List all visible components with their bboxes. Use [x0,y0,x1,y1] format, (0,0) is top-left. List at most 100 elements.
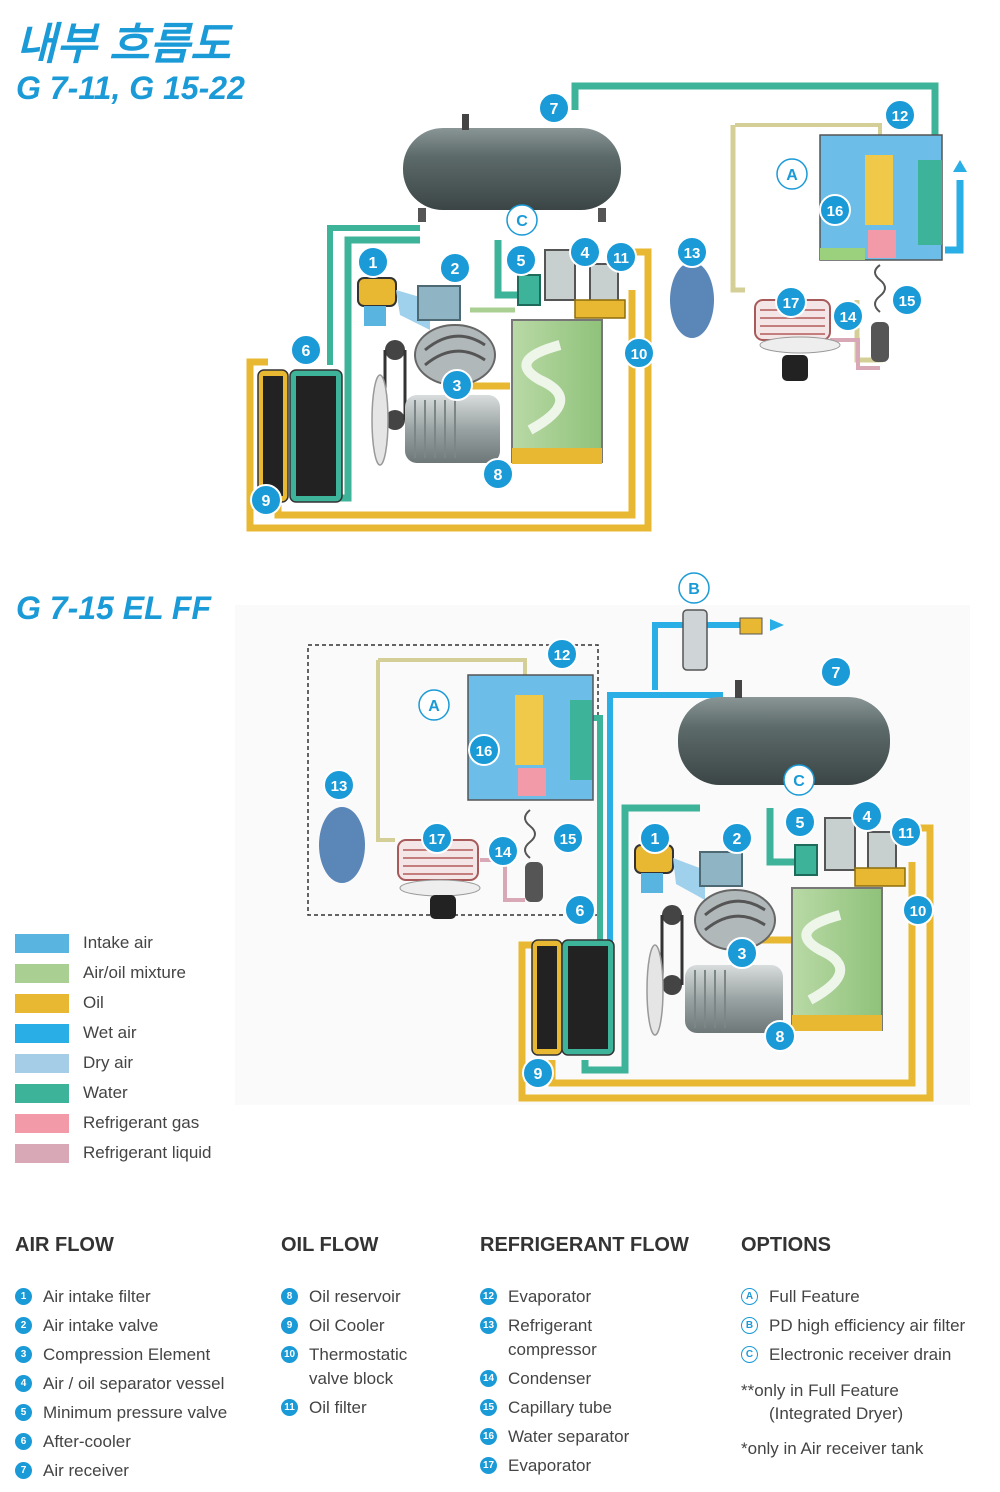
motor [405,395,500,463]
callout-11: 11 [890,816,922,848]
callout-option-a: A [776,158,808,190]
number-badge: 2 [15,1317,32,1334]
callout-12: 12 [546,638,578,670]
legend-swatch [15,933,69,953]
callout-13: 13 [676,236,708,268]
number-badge: 14 [480,1370,497,1387]
list-item-label: Air / oil separator vessel [43,1374,225,1393]
model-title-bottom: G 7-15 EL FF [16,590,212,626]
legend-label: Intake air [83,933,153,952]
legend-item: Wet air [15,1018,212,1048]
diagram-bottom [235,605,970,1105]
callout-6: 6 [564,894,596,926]
callout-12: 12 [884,99,916,131]
air-outlet-arrow-icon [770,619,784,631]
callout-1: 1 [639,822,671,854]
air-receiver-tank [403,128,621,210]
callout-4: 4 [851,800,883,832]
water-pipe [571,82,939,160]
callout-16: 16 [468,734,500,766]
legend-item: Air/oil mixture [15,958,212,988]
callout-9-label: 9 [534,1066,543,1083]
legend-label: Refrigerant liquid [83,1143,212,1162]
list-item: 14 Condenser [480,1367,710,1391]
list-item-label: Full Feature [769,1287,860,1306]
flow-diagram: 1 2 3 4 5 6 7 8 9 10 11 12 13 14 15 16 1… [235,82,970,1105]
callout-16-label: 16 [476,743,493,760]
callout-10: 10 [623,337,655,369]
callout-7-label: 7 [832,665,841,682]
color-legend: Intake air Air/oil mixture Oil Wet air D… [15,928,212,1168]
callout-16: 16 [819,194,851,226]
note-line: **only in Full Feature [741,1381,899,1400]
number-badge: 1 [15,1288,32,1305]
callout-2: 2 [721,822,753,854]
wet-air-pipe [652,622,760,690]
number-badge: 16 [480,1428,497,1445]
callout-8-label: 8 [776,1029,785,1046]
callout-option-a-label: A [786,167,798,184]
air-receiver-tank [678,697,890,785]
option-badge: B [741,1317,758,1334]
list-item-label: Refrigerant compressor [508,1316,597,1359]
legend-swatch [15,1053,69,1073]
callout-6: 6 [290,334,322,366]
callout-1: 1 [357,246,389,278]
page-title-korean: 내부 흐름도 [16,20,231,69]
legend-item: Dry air [15,1048,212,1078]
callout-14-label: 14 [840,309,857,326]
refrigerant-flow-heading: REFRIGERANT FLOW [480,1234,689,1256]
refrigerant-liquid-pipe [830,338,880,370]
legend-swatch [15,1083,69,1103]
list-item-label: Compression Element [43,1345,211,1364]
legend-label: Water [83,1083,128,1102]
refrigerant-compressor [670,262,714,338]
legend-item: Refrigerant gas [15,1108,212,1138]
list-item-label: Condenser [508,1369,592,1388]
callout-14-label: 14 [495,844,512,861]
number-badge: 15 [480,1399,497,1416]
callout-4-label: 4 [863,809,872,826]
callout-17: 17 [775,286,807,318]
list-item-label: Evaporator [508,1456,592,1475]
legend-swatch [15,963,69,983]
legend-swatch [15,993,69,1013]
callout-5-label: 5 [796,815,805,832]
callout-11-label: 11 [898,825,914,842]
callout-9: 9 [522,1057,554,1089]
callout-option-a-label: A [428,698,440,715]
callout-10: 10 [902,894,934,926]
callout-12-label: 12 [554,647,571,664]
pd-air-filter [682,609,708,671]
intake-valve [417,285,461,321]
list-item-label: PD high efficiency air filter [769,1316,966,1335]
callout-16-label: 16 [827,203,844,220]
callout-8: 8 [482,458,514,490]
oil-flow-heading: OIL FLOW [281,1234,379,1256]
callout-15: 15 [891,284,923,316]
callout-13: 13 [323,769,355,801]
list-item-label: Air intake valve [43,1316,159,1335]
callout-option-b-label: B [688,581,700,598]
callout-option-a: A [418,689,450,721]
callout-7: 7 [820,656,852,688]
number-badge: 10 [281,1346,298,1363]
list-item: B PD high efficiency air filter [741,1314,991,1338]
number-badge: 3 [15,1346,32,1363]
number-badge: 6 [15,1433,32,1450]
callout-14: 14 [832,300,864,332]
callout-1-label: 1 [369,255,378,272]
note-line: (Integrated Dryer) [769,1404,904,1423]
motor [685,965,783,1033]
legend-swatch [15,1023,69,1043]
list-item-label: Thermostatic valve block [309,1345,408,1388]
legend-item: Oil [15,988,212,1018]
